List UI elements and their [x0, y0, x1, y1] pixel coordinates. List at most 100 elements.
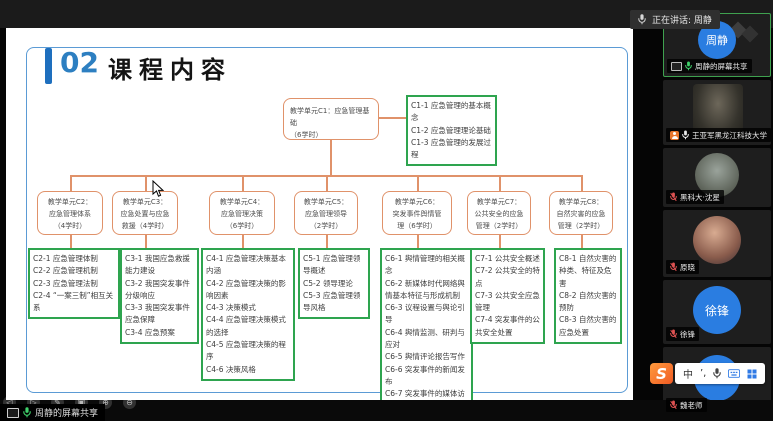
- detail-item: C4-6 决策风格: [206, 364, 256, 374]
- participant-name: 王亚军黑龙江科技大学: [692, 130, 767, 140]
- detail-item: C6-4 舆情监测、研判与应对: [385, 327, 465, 350]
- participant-label: 徐锋: [666, 327, 699, 341]
- detail-item: C5-3 应急管理领导风格: [303, 290, 361, 313]
- detail-item: C4-2 应急管理决策的影响因素: [206, 278, 286, 300]
- unit-box-c3: 教学单元C3： 应急处置与应急 救援（4学时）: [112, 191, 178, 235]
- monitor-icon: [7, 407, 19, 418]
- ime-toolbar[interactable]: S 中 ’,: [650, 362, 766, 385]
- connector-stem-c3: [145, 235, 147, 248]
- mic-muted-icon: [670, 262, 677, 272]
- speaking-banner: 正在讲话: 周静: [630, 10, 720, 29]
- connector-drop-c7: [499, 175, 501, 191]
- unit-box-c8: 教学单元C8： 自然灾害的应急 管理（2学时）: [549, 191, 613, 235]
- connector-stem-c4: [242, 235, 244, 248]
- detail-item: C3-1 我国应急救援能力建设: [125, 254, 190, 276]
- ime-keyboard-icon[interactable]: [728, 369, 741, 378]
- video-tile-yuanxiao[interactable]: 原晓: [663, 210, 771, 277]
- ime-voice-icon[interactable]: [713, 368, 722, 379]
- detail-item: C4-4 应急管理决策模式的选择: [206, 315, 286, 337]
- detail-item: C3-3 我国突发事件应急保障: [125, 303, 190, 325]
- detail-item: C2-4 “一案三制”相互关系: [33, 290, 114, 313]
- mic-on-icon: [23, 407, 31, 418]
- connector-drop-c4: [242, 175, 244, 191]
- title-accent-bar: [45, 48, 52, 84]
- connector-drop-c8: [581, 175, 583, 191]
- detail-item: C2-3 应急管理法制: [33, 278, 98, 288]
- avatar: [695, 153, 739, 197]
- connector-drop-c2: [70, 175, 72, 191]
- detail-item: C7-3 公共安全应急管理: [475, 290, 540, 313]
- connector-stem-c6: [417, 235, 419, 248]
- unit-box-c4: 教学单元C4： 应急管理决策 （6学时）: [209, 191, 275, 235]
- speaking-text: 正在讲话: 周静: [652, 16, 712, 26]
- unit-details-c7: C7-1 公共安全概述 C7-2 公共安全的特点 C7-3 公共安全应急管理 C…: [470, 248, 545, 345]
- detail-item: C3-4 应急预案: [125, 327, 175, 337]
- detail-item: C6-3 议程设置与舆论引导: [385, 303, 465, 325]
- detail-item: C4-5 应急管理决策的程序: [206, 340, 286, 362]
- participant-name: 黑科大·沈星: [680, 192, 720, 202]
- screen-share-icon: [671, 61, 682, 71]
- detail-item: C6-5 舆情评论报告写作: [385, 352, 465, 362]
- unit-details-c6: C6-1 舆情管理的相关概念 C6-2 新媒体时代网络舆情基本特征与形成机制 C…: [380, 248, 473, 418]
- participant-label: 周静的屏幕共享: [667, 59, 752, 73]
- detail-item: C4-3 决策模式: [206, 303, 256, 313]
- bottom-bar: [0, 400, 773, 421]
- video-tile-wangyajun[interactable]: 王亚军黑龙江科技大学: [663, 80, 771, 145]
- mic-on-icon: [685, 61, 692, 71]
- participant-label: 原晓: [666, 260, 699, 274]
- detail-item: C1-3 应急管理的发展过程: [411, 137, 491, 160]
- ime-logo[interactable]: S: [650, 363, 673, 384]
- participant-label: 王亚军黑龙江科技大学: [666, 128, 771, 142]
- mouse-cursor: [152, 180, 164, 197]
- unit-details-c2: C2-1 应急管理体制 C2-2 应急管理机制 C2-3 应急管理法制 C2-4…: [28, 248, 120, 320]
- share-label-text: 周静的屏幕共享: [35, 409, 99, 419]
- unit-box-c7: 教学单元C7： 公共安全的应急 管理（2学时）: [467, 191, 531, 235]
- detail-item: C8-2 自然灾害的预防: [559, 290, 617, 313]
- detail-item: C2-1 应急管理体制: [33, 254, 98, 263]
- unit-box-c6: 教学单元C6： 突发事件舆情管 理（6学时）: [382, 191, 452, 235]
- detail-item: C6-6 突发事件的新闻发布: [385, 364, 465, 386]
- unit-box-c5: 教学单元C5： 应急管理领导 （2学时）: [294, 191, 358, 235]
- connector-horizontal: [70, 175, 581, 177]
- participant-name: 徐锋: [680, 329, 695, 339]
- connector-stem-c5: [326, 235, 328, 248]
- ime-punct-toggle[interactable]: ’,: [700, 368, 707, 379]
- participant-name: 周静的屏幕共享: [695, 61, 748, 71]
- unit-details-c4: C4-1 应急管理决策基本内涵 C4-2 应急管理决策的影响因素 C4-3 决策…: [201, 248, 295, 381]
- connector-stem-c2: [70, 235, 72, 248]
- detail-item: C6-2 新媒体时代网络舆情基本特征与形成机制: [385, 278, 465, 300]
- slide-title: 课程内容: [108, 56, 232, 84]
- connector-root-stem: [330, 140, 332, 175]
- participant-name: 原晓: [680, 262, 695, 272]
- detail-item: C1-2 应急管理理论基础: [411, 125, 491, 135]
- video-tile-xufeng[interactable]: 徐锋 徐锋: [663, 280, 771, 344]
- detail-item: C8-3 自然灾害的应急处置: [559, 315, 617, 337]
- unit-details-c8: C8-1 自然灾害的种类、特征及危害 C8-2 自然灾害的预防 C8-3 自然灾…: [554, 248, 622, 345]
- detail-item: C1-1 应急管理的基本概念: [411, 101, 491, 123]
- detail-item: C7-4 突发事件的公共安全处置: [475, 315, 540, 337]
- unit-details-c1: C1-1 应急管理的基本概念 C1-2 应急管理理论基础 C1-3 应急管理的发…: [406, 95, 497, 167]
- detail-item: C7-2 公共安全的特点: [475, 266, 540, 288]
- connector-drop-c3: [145, 175, 147, 191]
- host-badge-icon: [670, 130, 679, 140]
- mic-icon: [682, 130, 689, 140]
- video-tile-shenxing[interactable]: 黑科大·沈星: [663, 148, 771, 207]
- detail-item: C6-1 舆情管理的相关概念: [385, 254, 465, 276]
- avatar: [693, 216, 741, 264]
- mic-muted-icon: [670, 192, 677, 202]
- connector-stem-c8: [581, 235, 583, 248]
- detail-item: C7-1 公共安全概述: [475, 254, 540, 263]
- unit-box-c1: 教学单元C1：应急管理基础 （6学时）: [283, 98, 379, 140]
- zoom-out-icon[interactable]: ⊖: [123, 396, 136, 409]
- detail-item: C4-1 应急管理决策基本内涵: [206, 254, 286, 276]
- mic-muted-icon: [670, 400, 677, 410]
- unit-box-c2: 教学单元C2： 应急管理体系 （4学时）: [37, 191, 103, 235]
- slide-section-number: 02: [60, 46, 99, 79]
- ime-toolbox-icon[interactable]: [747, 369, 757, 379]
- shared-slide: 02 课程内容 教学单元C1：应急管理基础 （6学时） C1-1 应急管理的基本…: [6, 28, 633, 418]
- unit-details-c5: C5-1 应急管理领导概述 C5-2 领导理论 C5-3 应急管理领导风格: [298, 248, 370, 320]
- unit-details-c3: C3-1 我国应急救援能力建设 C3-2 我国突发事件分级响应 C3-3 我国突…: [120, 248, 199, 345]
- ime-mode-toggle[interactable]: 中: [683, 370, 693, 381]
- participant-label: 魏老师: [666, 398, 707, 412]
